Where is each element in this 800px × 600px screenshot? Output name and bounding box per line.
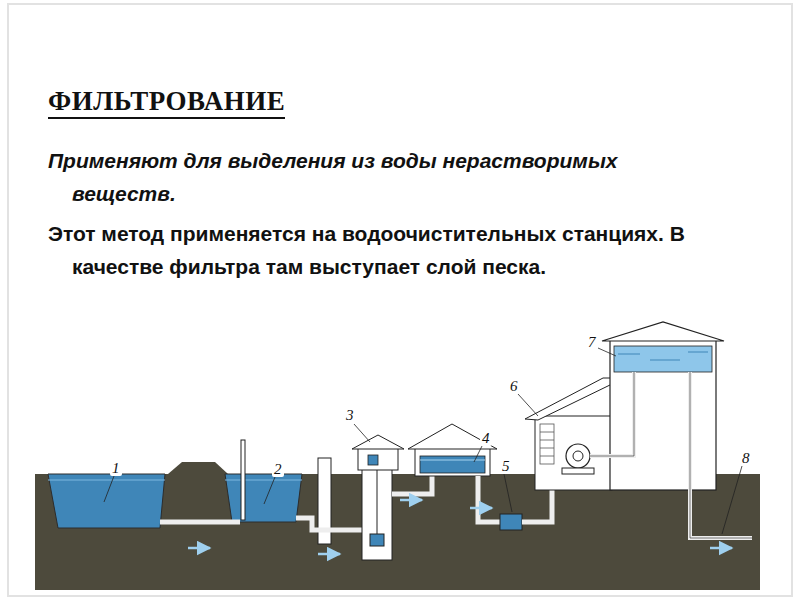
leader-lines: [104, 348, 742, 534]
pump-hub: [573, 451, 583, 461]
dam: [168, 462, 228, 474]
pump-rod: [377, 470, 378, 534]
tower-roof: [602, 322, 724, 341]
pump-unit: [370, 534, 384, 546]
roof: [352, 435, 404, 449]
slide-title: ФИЛЬТРОВАНИЕ: [48, 86, 285, 119]
intake-pipe: [160, 520, 240, 525]
filter-water: [420, 456, 485, 473]
flow-arrow: [318, 553, 340, 556]
flow-arrow: [188, 547, 210, 550]
leader-line: [598, 348, 616, 356]
settling-tank-water: [225, 474, 302, 522]
roof: [525, 378, 612, 420]
ground: [35, 474, 760, 590]
water-tower: [610, 340, 716, 490]
pump: [566, 444, 590, 468]
pipe-outline: [690, 372, 752, 538]
ladder-rungs: [540, 432, 554, 456]
callout-number: 2: [272, 461, 284, 477]
callout-number: 7: [586, 334, 598, 350]
tower-tank-water: [614, 346, 712, 372]
window: [368, 455, 378, 465]
flow-arrow: [400, 499, 422, 502]
callout-number: 6: [508, 378, 520, 394]
leader-line: [354, 424, 370, 442]
pipe: [478, 476, 500, 522]
pump-house: [358, 448, 398, 470]
distribution-pipe: [690, 372, 752, 538]
rising-main: [590, 372, 634, 456]
slide-frame: [8, 4, 792, 596]
water-surface: [48, 480, 165, 481]
pipe-outline: [590, 372, 634, 456]
water-ripples: [618, 352, 708, 360]
reservoir-water: [48, 474, 165, 528]
flow-arrow: [710, 547, 732, 550]
water-surface: [225, 480, 302, 481]
callout-number: 4: [480, 430, 492, 446]
leader-line: [474, 446, 482, 462]
leader-line: [518, 394, 538, 416]
leader-line: [504, 474, 512, 512]
flow-arrow: [470, 507, 492, 510]
body-text: Применяют для выделения из воды нераство…: [48, 144, 672, 210]
leader-line: [264, 477, 275, 504]
pump-shaft: [362, 468, 392, 560]
body-text: Этот метод применяется на водоочиститель…: [48, 217, 712, 283]
callout-number: 8: [740, 450, 752, 466]
leader-line: [722, 466, 742, 534]
callout-number: 1: [110, 460, 122, 476]
gate-post: [241, 440, 245, 520]
pump-station: [535, 416, 612, 490]
pipe: [296, 518, 362, 530]
pump-base: [562, 468, 594, 474]
chlorinator: [500, 514, 522, 530]
callout-number: 3: [344, 407, 356, 423]
leader-line: [104, 476, 114, 502]
roof: [408, 424, 497, 449]
callout-number: 5: [500, 458, 512, 474]
ladder: [540, 424, 554, 464]
